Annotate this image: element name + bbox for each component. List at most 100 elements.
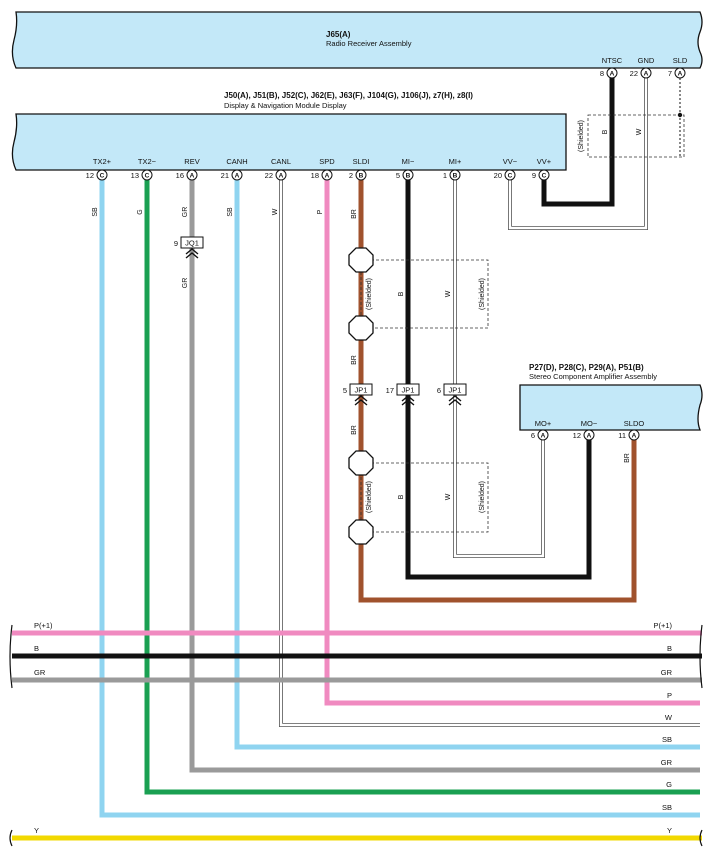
radio-code: J65(A) (326, 30, 351, 39)
pin-circle (640, 67, 652, 79)
display-pin: CANL 22 A (265, 157, 291, 181)
pin-number: 20 (494, 171, 502, 180)
amp-box (519, 384, 703, 431)
pin-connector: A (644, 71, 649, 78)
pin-connector: A (279, 173, 284, 180)
pin-label: CANL (271, 157, 291, 166)
pin-label: MI− (402, 157, 415, 166)
bus-label-right: GR (661, 758, 673, 767)
shielded-labels: (Shielded) (Shielded) (Shielded) (Shield… (366, 120, 585, 513)
pin-number: 7 (668, 69, 672, 78)
wire-mi-minus (405, 180, 592, 580)
pin-circle (583, 429, 595, 441)
octagon-2 (348, 315, 374, 341)
pin-label: NTSC (602, 56, 623, 65)
bus-label-left: B (34, 644, 39, 653)
shield-radio (587, 114, 685, 158)
pin-label: TX2+ (93, 157, 112, 166)
pin-label: GND (638, 56, 655, 65)
component-boxes (11, 11, 703, 431)
shielded-label-right-upper: (Shielded) (479, 278, 486, 310)
pin-label: MO− (581, 419, 598, 428)
radio-pin-ntsc: NTSC 8 A (600, 56, 623, 79)
wire-tx2-plus (99, 180, 700, 818)
pin-number: 11 (618, 431, 626, 440)
shield-upper (360, 259, 489, 329)
shielded-label-radio: (Shielded) (578, 120, 585, 152)
pin-number: 12 (86, 171, 94, 180)
pin-number: 13 (131, 171, 139, 180)
bus-label-right: G (666, 780, 672, 789)
pin-label: SLDO (624, 419, 645, 428)
wire-tx2-minus (144, 180, 700, 795)
pin-circle (355, 169, 367, 181)
pin-connector: B (359, 173, 364, 180)
bus-label-right: W (665, 713, 673, 722)
pin-label: VV+ (537, 157, 552, 166)
pin-number: 21 (221, 171, 229, 180)
wire-label-mi-plus: W (445, 290, 452, 297)
shielded-label-left-upper: (Shielded) (366, 278, 373, 310)
wire-label-canh: SB (227, 207, 234, 217)
pin-connector: B (453, 173, 458, 180)
radio-box (11, 11, 703, 69)
junction-jp1-5: 5 JP1 (343, 383, 373, 406)
display-name: Display & Navigation Module Display (224, 101, 347, 110)
wire-label-radio-b: B (602, 129, 609, 134)
amp-pin-mo-minus: MO− 12 A (573, 419, 598, 441)
pin-number: 8 (600, 69, 604, 78)
amp-name: Stereo Component Amplifier Assembly (529, 372, 657, 381)
pin-circle (141, 169, 153, 181)
wire-mi-plus-core (453, 180, 545, 558)
wire-canl-core (279, 180, 700, 727)
pin-connector: A (632, 433, 637, 440)
amp-pin-mo-plus: MO+ 6 A (531, 419, 552, 441)
bus-label-right: GR (661, 668, 673, 677)
pin-connector: A (541, 433, 546, 440)
pin-number: 5 (396, 171, 400, 180)
wire-label-amp-br: BR (624, 453, 631, 463)
wire-label-rev-bottom: GR (182, 278, 189, 289)
pin-circle (628, 429, 640, 441)
amp-pin-sldo: SLDO 11 A (618, 419, 645, 441)
pin-circle (537, 429, 549, 441)
pin-number: 22 (265, 171, 273, 180)
pin-circle (96, 169, 108, 181)
pin-connector: C (542, 173, 547, 180)
bus-label-right: SB (662, 735, 672, 744)
wire-vv-minus-core (508, 78, 648, 230)
wire-label-sldi-3: BR (351, 425, 358, 435)
pin-number: 6 (531, 431, 535, 440)
pin-number: 12 (573, 431, 581, 440)
pin-circle (538, 169, 550, 181)
bus-label-right: Y (667, 826, 672, 835)
display-code: J50(A), J51(B), J52(C), J62(E), J63(F), … (224, 91, 473, 100)
break-mark-right (699, 624, 703, 689)
pin-label: MI+ (449, 157, 462, 166)
pin-label: SLD (673, 56, 688, 65)
wire-label-spd: P (317, 209, 324, 214)
pin-label: CANH (226, 157, 247, 166)
pin-connector: A (587, 433, 592, 440)
junction-box (180, 236, 204, 249)
wire-label-sldi-2: BR (351, 355, 358, 365)
junction-box (396, 383, 420, 396)
wire-rev (189, 180, 700, 773)
radio-pin-gnd: GND 22 A (630, 56, 655, 79)
pin-connector: C (100, 173, 105, 180)
shield-lower (360, 462, 489, 533)
octagon-3 (348, 450, 374, 476)
bus-label-left: P(+1) (34, 621, 53, 630)
break-mark-left (9, 829, 13, 847)
pin-circle (275, 169, 287, 181)
wire-label-mi-plus-2: W (445, 493, 452, 500)
junction-label: JP1 (355, 386, 368, 395)
pin-connector: A (190, 173, 195, 180)
